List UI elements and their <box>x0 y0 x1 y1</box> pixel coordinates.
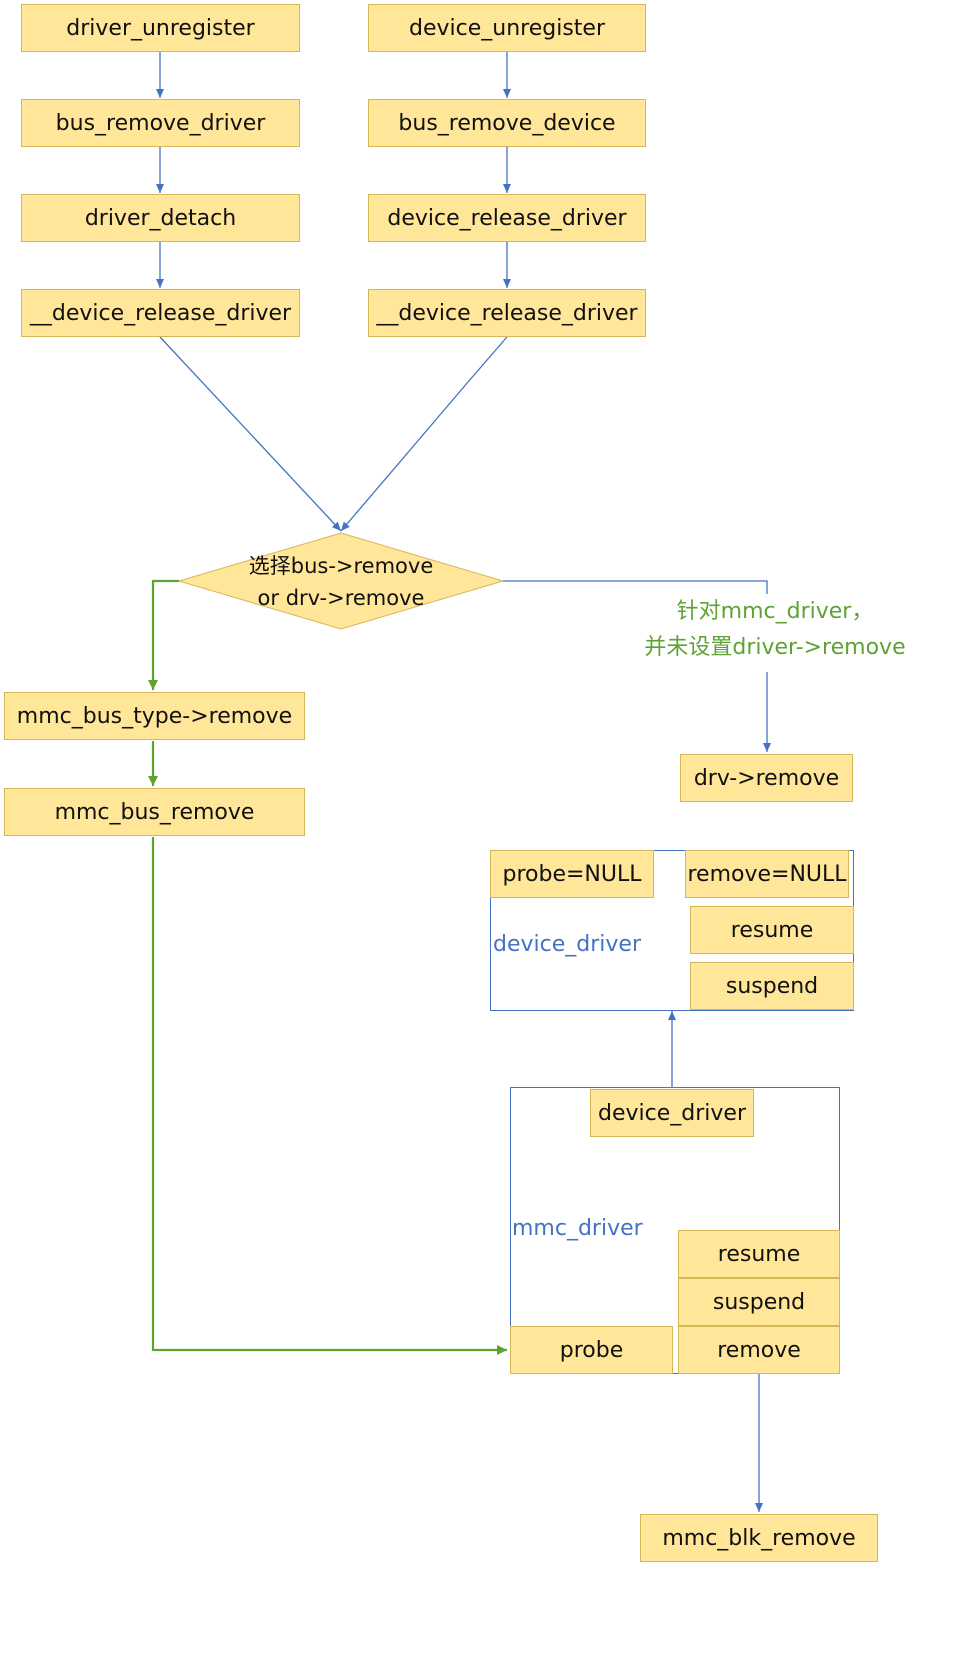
field-remove-null: remove=NULL <box>685 850 849 898</box>
node-bus-remove-device: bus_remove_device <box>368 99 646 147</box>
decision-text: 选择bus->remove or drv->remove <box>221 550 461 614</box>
mmc-driver-label: mmc_driver <box>512 1216 643 1241</box>
field-probe-mmc: probe <box>510 1326 673 1374</box>
note-line-1: 针对mmc_driver， <box>676 599 874 624</box>
note-line-2: 并未设置driver->remove <box>644 635 906 660</box>
note-mmc-driver: 针对mmc_driver， 并未设置driver->remove <box>630 594 920 666</box>
field-resume-dd: resume <box>690 906 854 954</box>
node-device-release-driver-right: __device_release_driver <box>368 289 646 337</box>
node-mmc-bus-type-remove: mmc_bus_type->remove <box>4 692 305 740</box>
field-device-driver: device_driver <box>590 1089 754 1137</box>
node-bus-remove-driver: bus_remove_driver <box>21 99 300 147</box>
node-device-release-driver-left: __device_release_driver <box>21 289 300 337</box>
decision-line-2: or drv->remove <box>257 586 425 610</box>
field-suspend-dd: suspend <box>690 962 854 1010</box>
field-remove-mmc: remove <box>678 1326 840 1374</box>
field-probe-null: probe=NULL <box>490 850 654 898</box>
field-resume-mmc: resume <box>678 1230 840 1278</box>
decision-line-1: 选择bus->remove <box>248 554 434 578</box>
arrow-bus-remove-to-probe <box>151 837 507 1355</box>
arrow-decision-to-note <box>503 580 768 594</box>
node-drv-remove: drv->remove <box>680 754 853 802</box>
node-driver-detach: driver_detach <box>21 194 300 242</box>
arrow-right-to-decision <box>340 336 508 532</box>
arrow-left-to-decision <box>159 336 342 532</box>
field-suspend-mmc: suspend <box>678 1278 840 1326</box>
node-mmc-blk-remove: mmc_blk_remove <box>640 1514 878 1562</box>
node-device-unregister: device_unregister <box>368 4 646 52</box>
arrow-decision-to-bus-type <box>148 579 179 690</box>
device-driver-label: device_driver <box>493 932 641 957</box>
node-driver-unregister: driver_unregister <box>21 4 300 52</box>
node-mmc-bus-remove: mmc_bus_remove <box>4 788 305 836</box>
node-device-release-driver: device_release_driver <box>368 194 646 242</box>
decision-diamond <box>177 532 505 630</box>
